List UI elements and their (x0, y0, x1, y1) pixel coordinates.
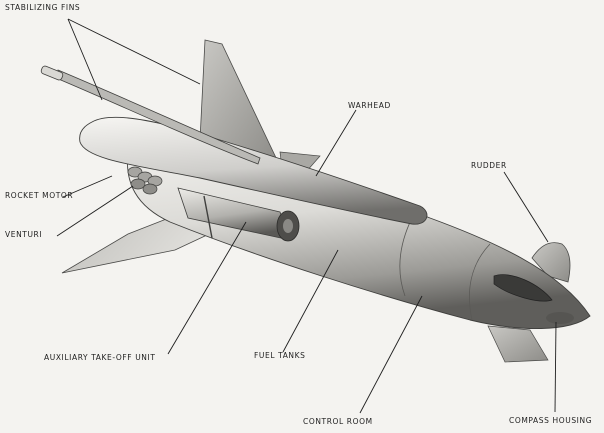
leader-lines (56, 18, 557, 414)
rudder-fin (531, 242, 571, 283)
label-venturi: VENTURI (5, 230, 43, 239)
tail-pipe (40, 65, 64, 81)
label-fuel-tanks: FUEL TANKS (254, 351, 306, 360)
lower-nose-fin (487, 325, 549, 363)
tail-boom (55, 69, 261, 165)
venturi-cluster (127, 166, 163, 195)
label-control-room: CONTROL ROOM (303, 417, 373, 426)
label-rudder: RUDDER (471, 161, 507, 170)
label-compass-housing: COMPASS HOUSING (509, 416, 593, 425)
label-stabilizing-fins: STABILIZING FINS (5, 3, 81, 12)
label-rocket-motor: ROCKET MOTOR (5, 191, 74, 200)
label-auxiliary-takeoff-unit: AUXILIARY TAKE-OFF UNIT (44, 353, 156, 362)
label-warhead: WARHEAD (348, 101, 391, 110)
nose-window (493, 274, 553, 302)
rocket-motor-body (79, 116, 428, 225)
